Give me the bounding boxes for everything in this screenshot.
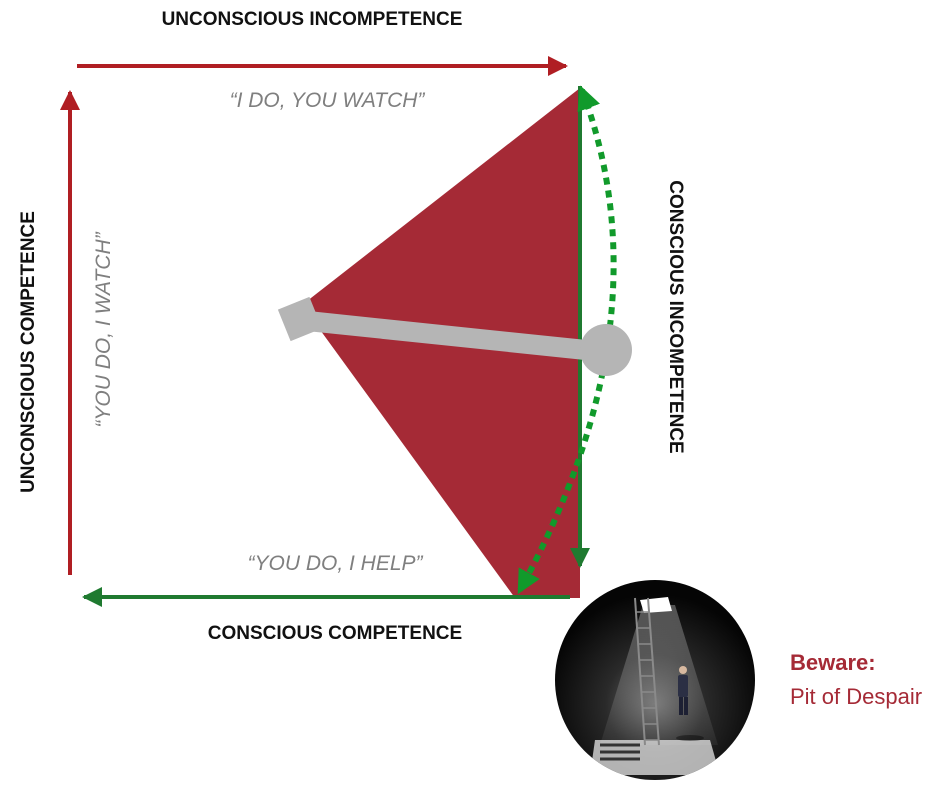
label-unconscious-competence: UNCONSCIOUS COMPETENCE xyxy=(18,211,39,493)
label-conscious-competence: CONSCIOUS COMPETENCE xyxy=(208,623,462,644)
label-unconscious-incompetence: UNCONSCIOUS INCOMPETENCE xyxy=(162,9,463,30)
label-conscious-incompetence: CONSCIOUS INCOMPETENCE xyxy=(665,180,686,453)
pendulum-pointer xyxy=(277,296,632,376)
pit-with-ladder-icon xyxy=(555,580,755,780)
quote-you-do-i-watch: “YOU DO, I WATCH” xyxy=(92,231,115,427)
quote-i-do-you-watch: “I DO, YOU WATCH” xyxy=(230,89,426,112)
beware-subtitle: Pit of Despair xyxy=(790,684,922,709)
quote-you-do-i-help: “YOU DO, I HELP” xyxy=(247,552,423,575)
beware-title: Beware: xyxy=(790,650,876,675)
swing-arc-dotted xyxy=(517,85,617,595)
